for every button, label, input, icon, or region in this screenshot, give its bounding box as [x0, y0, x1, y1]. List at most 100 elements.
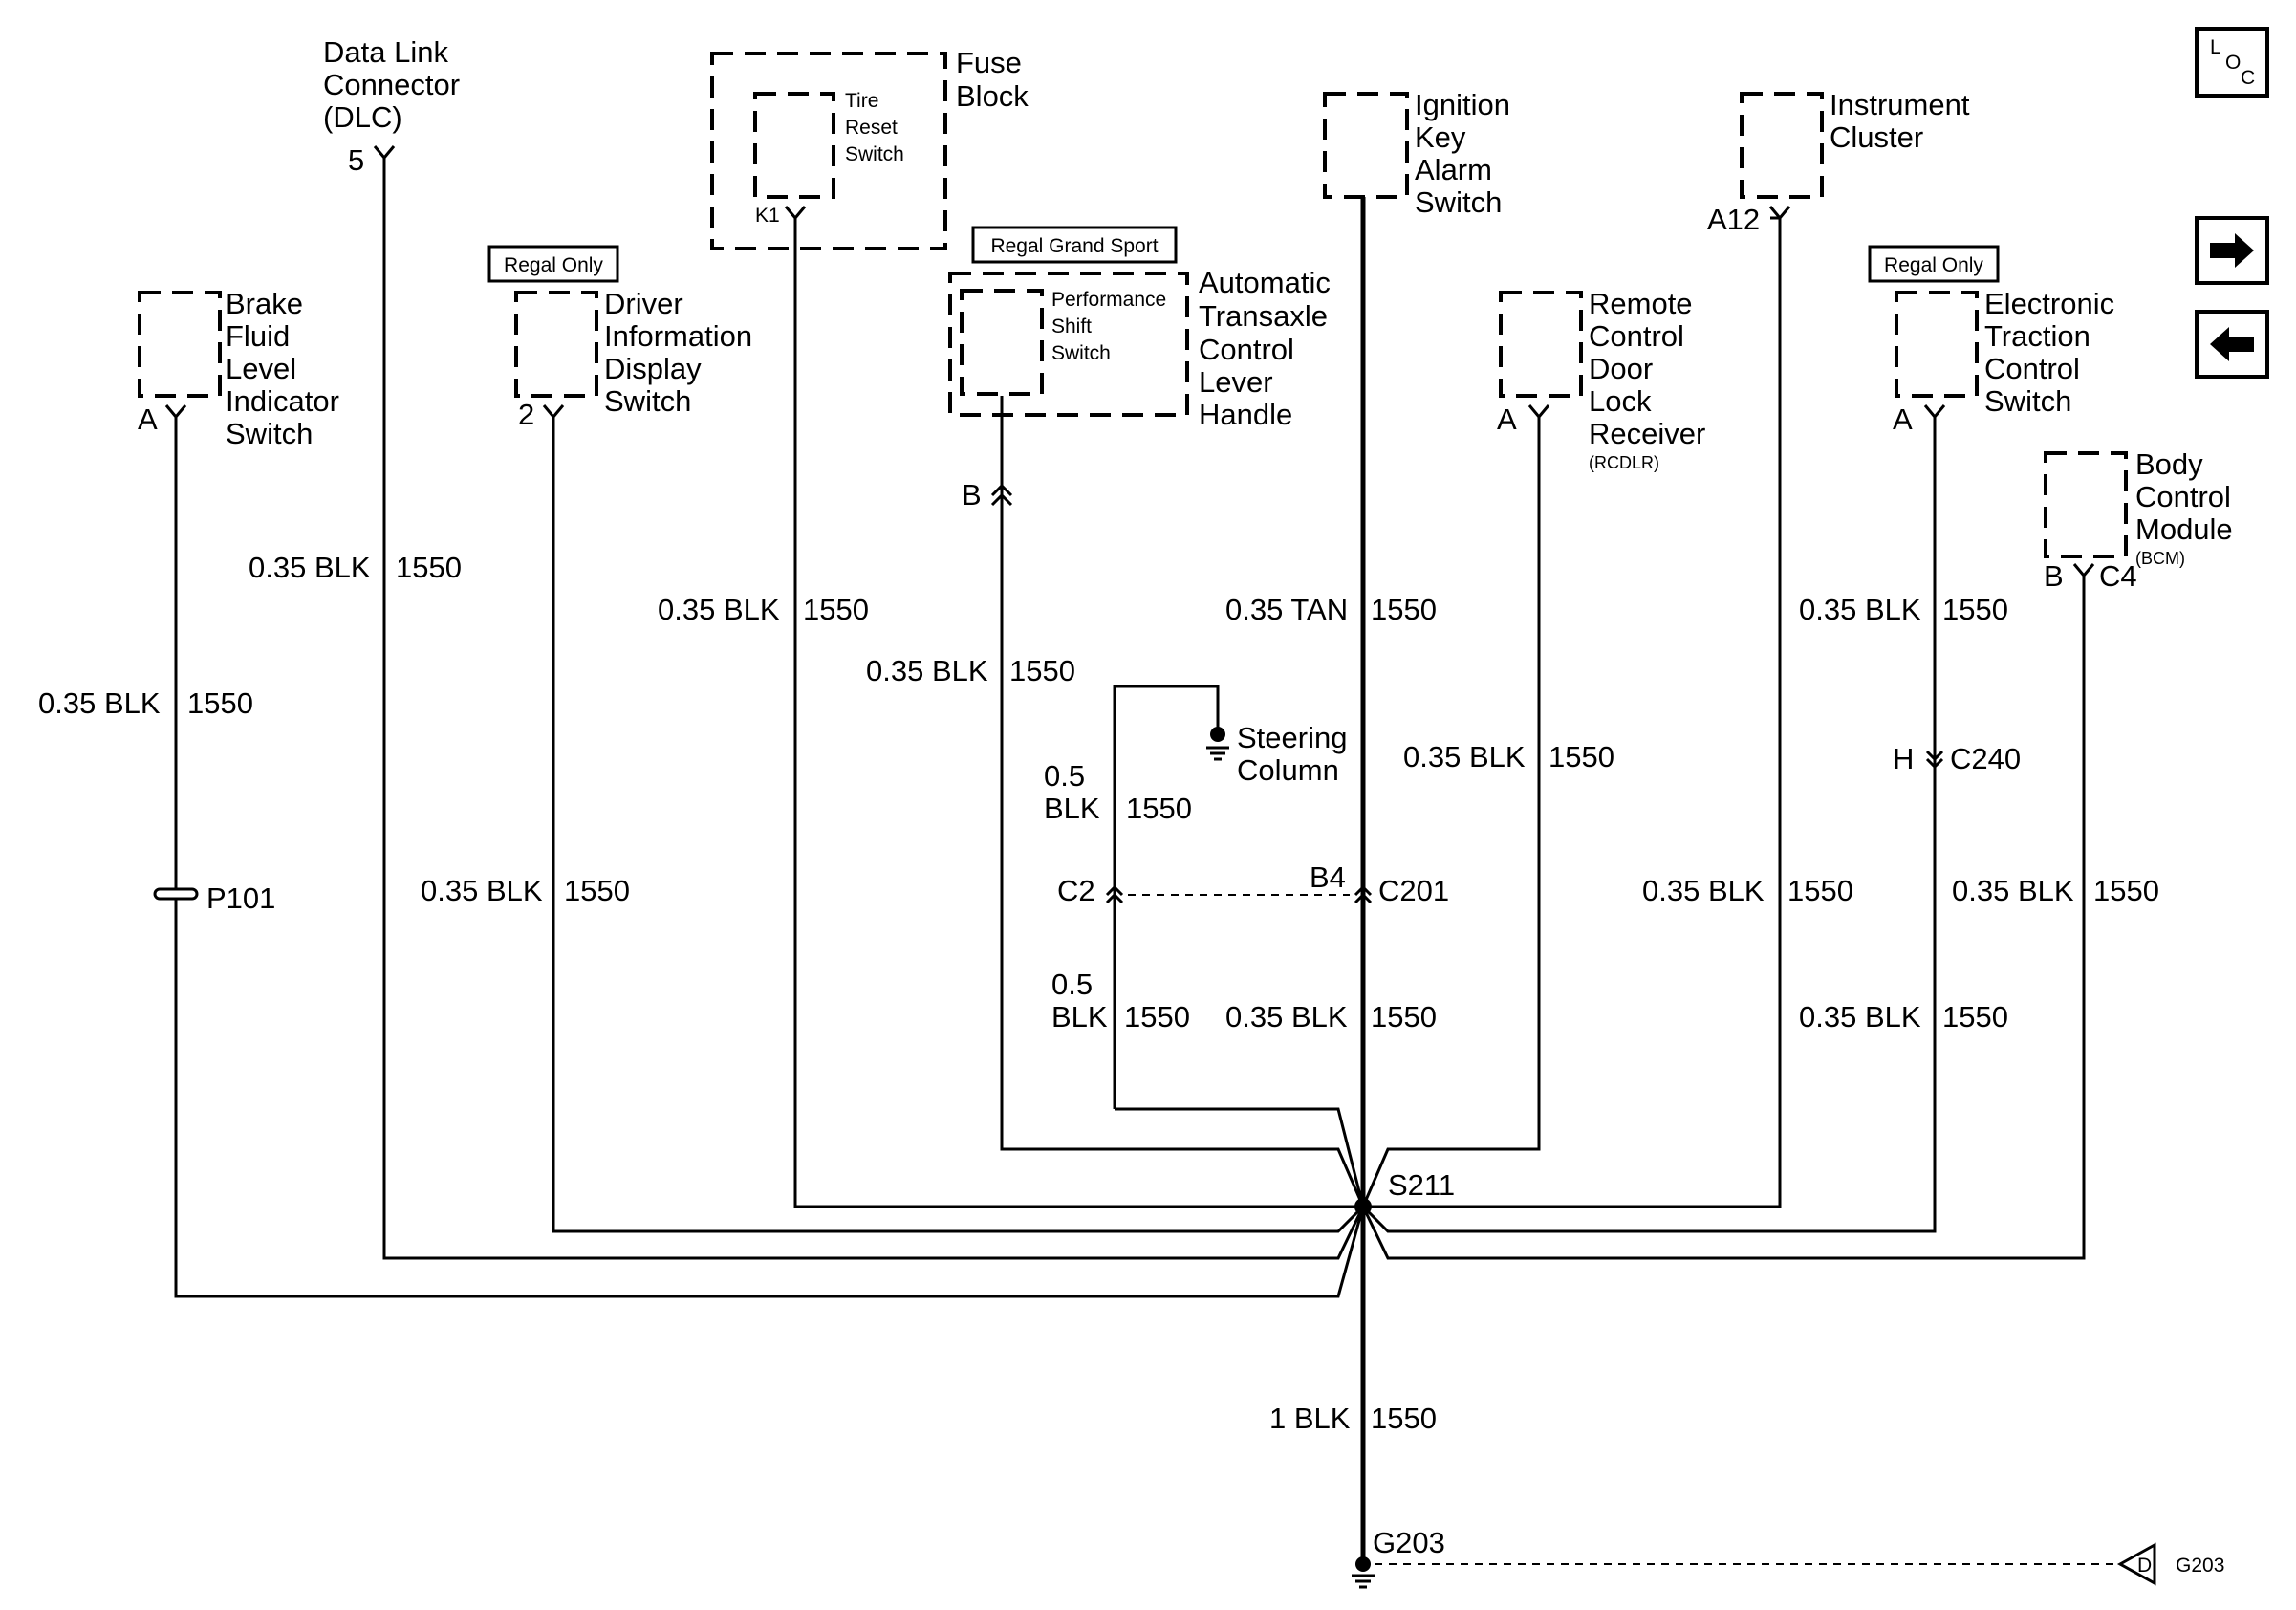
dlc-connector-symbol	[373, 145, 396, 170]
driver-info-connector-symbol	[542, 404, 565, 428]
traction-connector-symbol	[1923, 404, 1946, 428]
rcdlr-wire-size: 0.35 BLK	[1403, 740, 1526, 773]
dlc-label-3: (DLC)	[323, 100, 402, 134]
brake-fluid-component: Brake Fluid Level Indicator Switch A	[138, 287, 339, 450]
brake-fluid-label-5: Switch	[226, 417, 313, 450]
instrument-cluster-wire	[1363, 229, 1782, 1208]
c240-label: C240	[1950, 742, 2021, 775]
prev-page-button[interactable]	[2195, 310, 2269, 379]
rcdlr-component: Remote Control Door Lock Receiver (RCDLR…	[1497, 287, 1705, 472]
ground-wire-circuit: 1550	[1371, 1402, 1437, 1435]
steering-wire-to-splice	[1115, 1107, 1365, 1208]
steering-ground-label-2: Column	[1237, 753, 1339, 787]
rcdlr-wire	[1361, 428, 1541, 1208]
rcdlr-connector-symbol	[1527, 404, 1550, 428]
performance-shift-outline	[960, 289, 1044, 396]
tire-reset-label-1: Tire	[845, 90, 878, 112]
brake-fluid-connector-symbol	[164, 404, 187, 428]
g203-ref-letter: D	[2137, 1555, 2152, 1577]
bcm-outline	[2044, 451, 2128, 558]
tire-reset-wire-size: 0.35 BLK	[658, 593, 780, 626]
p101-label: P101	[206, 881, 275, 915]
dlc-pin: 5	[348, 143, 364, 177]
shift-wire-circuit: 1550	[1009, 654, 1075, 687]
driver-info-wire-circuit: 1550	[564, 874, 630, 907]
c2-symbol	[1105, 884, 1124, 904]
ignition-key-label-2: Key	[1415, 120, 1466, 154]
p101-connector: P101	[153, 881, 275, 915]
fuse-block-component: Fuse Block Tire Reset Switch K1	[710, 46, 1029, 250]
bcm-label-3: Module	[2135, 512, 2233, 546]
instrument-cluster-label-2: Cluster	[1830, 120, 1923, 154]
g203-ground: G203 D G203	[1352, 1526, 2224, 1589]
brake-fluid-outline	[138, 291, 222, 398]
shift-wire	[1000, 396, 1365, 1208]
ignition-key-label-4: Switch	[1415, 185, 1502, 219]
bcm-label-2: Control	[2135, 480, 2231, 513]
ignition-wire-top-size: 0.35 TAN	[1225, 593, 1348, 626]
instrument-cluster-wire-circuit: 1550	[1787, 874, 1853, 907]
location-view-button[interactable]: L O C	[2195, 27, 2269, 98]
traction-label-4: Switch	[1984, 384, 2071, 418]
driver-info-pin: 2	[518, 398, 534, 431]
brake-wire	[174, 428, 1365, 1298]
location-view-icon[interactable]	[2195, 27, 2269, 98]
steering-ground-icon	[1206, 746, 1229, 761]
ignition-key-label-1: Ignition	[1415, 88, 1510, 121]
steering-wire	[1113, 685, 1220, 1109]
driver-info-label-4: Switch	[604, 384, 691, 418]
performance-shift-label-3: Switch	[1051, 342, 1111, 364]
c240-connector: H C240	[1893, 742, 2021, 775]
bcm-conn: C4	[2099, 559, 2137, 593]
driver-info-badge	[487, 245, 619, 283]
loc-letter-l: L	[2210, 36, 2221, 58]
ignition-key-label-3: Alarm	[1415, 153, 1492, 186]
tire-reset-connector-symbol	[784, 206, 807, 229]
dlc-label-2: Connector	[323, 68, 460, 101]
bcm-wire	[1361, 587, 2086, 1260]
loc-letter-o: O	[2225, 52, 2241, 74]
c240-symbol	[1925, 750, 1944, 770]
driver-info-component: Regal Only Driver Information Display Sw…	[487, 245, 752, 431]
b4-label: B4	[1310, 860, 1346, 894]
next-page-button[interactable]	[2195, 216, 2269, 285]
driver-info-wire-size: 0.35 BLK	[421, 874, 543, 907]
ignition-key-component: Ignition Key Alarm Switch	[1323, 88, 1510, 219]
bcm-wire-size: 0.35 BLK	[1952, 874, 2074, 907]
s211-label: S211	[1388, 1168, 1455, 1202]
transaxle-label-3: Control	[1199, 333, 1294, 366]
traction-wire-bot-size: 0.35 BLK	[1799, 1000, 1921, 1033]
traction-wire	[1361, 428, 1937, 1233]
bcm-sub: (BCM)	[2135, 549, 2185, 568]
instrument-cluster-wire-size: 0.35 BLK	[1642, 874, 1765, 907]
brake-fluid-pin: A	[138, 402, 158, 436]
ignition-wire-bot-size: 0.35 BLK	[1225, 1000, 1348, 1033]
steering-wire-top-color: BLK	[1044, 792, 1100, 825]
instrument-cluster-pin: A12	[1707, 203, 1760, 236]
dlc-wire-size: 0.35 BLK	[249, 551, 371, 584]
steering-wire-top-size: 0.5	[1044, 759, 1085, 793]
transaxle-pin: B	[962, 478, 982, 511]
steering-ground-label-1: Steering	[1237, 721, 1347, 754]
brake-wire-size: 0.35 BLK	[38, 686, 161, 720]
traction-wire-top-size: 0.35 BLK	[1799, 593, 1921, 626]
steering-wire-top-circuit: 1550	[1126, 792, 1192, 825]
instrument-cluster-outline	[1740, 92, 1824, 199]
tire-reset-wire-circuit: 1550	[803, 593, 869, 626]
fuse-block-outline	[710, 52, 947, 250]
tire-reset-pin: K1	[755, 205, 780, 227]
traction-label-1: Electronic	[1984, 287, 2114, 320]
steering-wire-bot-color: BLK	[1051, 1000, 1108, 1033]
p101-symbol	[153, 887, 199, 901]
performance-shift-label-1: Performance	[1051, 289, 1166, 311]
rcdlr-sub: (RCDLR)	[1589, 453, 1659, 472]
steering-wire-bot-circuit: 1550	[1124, 1000, 1190, 1033]
traction-badge	[1868, 245, 2000, 283]
bcm-component: Body Control Module (BCM) B C4	[2044, 447, 2233, 593]
g203-ref-label: G203	[2176, 1555, 2224, 1577]
rcdlr-label-5: Receiver	[1589, 417, 1705, 450]
steering-ground-dot	[1210, 727, 1225, 742]
c240-pin: H	[1893, 742, 1914, 775]
instrument-cluster-connector-symbol	[1768, 206, 1791, 229]
